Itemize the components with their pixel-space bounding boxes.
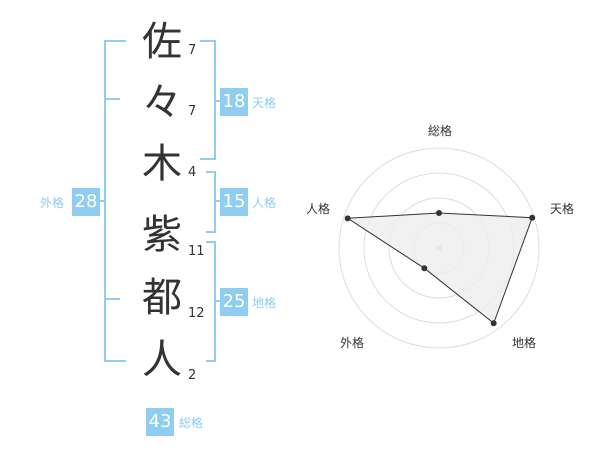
bracket-jinkaku <box>206 171 216 233</box>
stroke-count-5: 12 <box>188 306 205 321</box>
bracket-connector <box>214 300 222 302</box>
soukaku-badge: 43 <box>146 408 174 436</box>
bracket-tick <box>104 98 120 100</box>
stroke-count-2: 7 <box>188 104 197 119</box>
radar-axis-label-chikaku: 地格 <box>511 336 536 350</box>
jinkaku-badge: 15 <box>220 188 248 216</box>
jinkaku-label: 人格 <box>252 196 277 210</box>
stroke-count-6: 2 <box>188 368 197 383</box>
radar-area <box>346 212 533 325</box>
name-char-3: 木 <box>142 141 182 187</box>
radar-axis-label-jinkaku: 人格 <box>305 202 330 216</box>
radar-axis-label-tenkaku: 天格 <box>549 202 574 216</box>
bracket-connector <box>214 100 222 102</box>
radar-axis-label-gaikaku: 外格 <box>339 336 364 350</box>
radar-point-1 <box>436 210 442 216</box>
name-char-5: 都 <box>142 275 182 321</box>
stroke-count-1: 7 <box>188 43 197 58</box>
bracket-connector <box>96 200 106 202</box>
bracket-connector <box>214 200 222 202</box>
radar-point-5 <box>344 215 351 222</box>
radar-point-3 <box>490 320 497 327</box>
soukaku-label: 総格 <box>179 416 204 430</box>
stroke-count-3: 4 <box>188 165 197 180</box>
radar-ring <box>338 147 540 349</box>
radar-point-2 <box>529 214 536 221</box>
radar-axis-label-soukaku: 総格 <box>427 124 452 138</box>
tenkaku-badge: 18 <box>220 88 248 116</box>
stroke-count-4: 11 <box>188 244 205 259</box>
bracket-tick <box>104 298 120 300</box>
chikaku-label: 地格 <box>252 296 277 310</box>
name-char-4: 紫 <box>142 212 182 258</box>
gaikaku-label: 外格 <box>40 196 65 210</box>
name-char-2: 々 <box>142 80 182 126</box>
tenkaku-label: 天格 <box>252 96 277 110</box>
name-char-1: 佐 <box>142 19 182 65</box>
chikaku-badge: 25 <box>220 288 248 316</box>
radar-point-4 <box>421 265 428 272</box>
gaikaku-badge: 28 <box>72 188 100 216</box>
name-char-6: 人 <box>142 337 182 383</box>
radar-points <box>344 210 536 327</box>
